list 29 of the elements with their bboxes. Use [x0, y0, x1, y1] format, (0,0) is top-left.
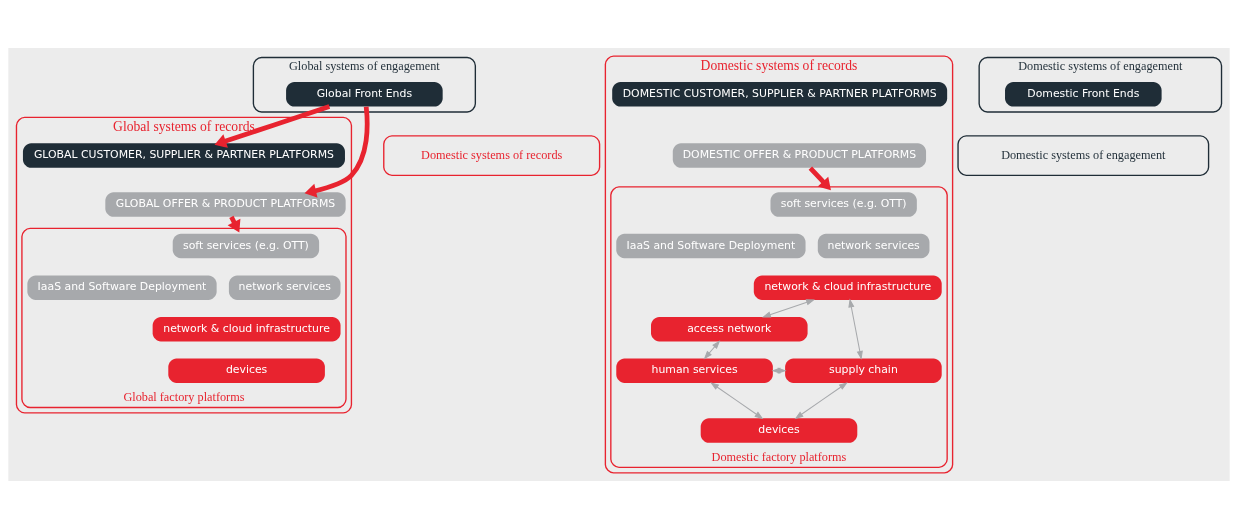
node-box: IaaS and Software Deployment [616, 233, 806, 258]
node-box: devices [168, 357, 325, 383]
node-box: GLOBAL CUSTOMER, SUPPLIER & PARTNER PLATFORMS [22, 142, 345, 168]
node-box: human services [616, 357, 773, 383]
arrow [848, 298, 863, 360]
node-box: Domestic systems of records [383, 134, 601, 176]
node-box: GLOBAL OFFER & PRODUCT PLATFORMS [105, 191, 346, 217]
arrow [808, 165, 831, 190]
node-box: devices [700, 417, 858, 443]
node-box: soft services (e.g. OTT) [172, 233, 320, 258]
node-box: Domestic systems of engagement [957, 134, 1210, 176]
node-box: access network [651, 316, 808, 341]
node-box: DOMESTIC CUSTOMER, SUPPLIER & PARTNER PLATFORMS [612, 81, 948, 107]
node-box: network services [228, 274, 341, 300]
arrow [762, 298, 815, 317]
arrow [304, 106, 370, 198]
arrow [214, 103, 331, 148]
arrow [794, 381, 848, 419]
node-box: network services [817, 233, 930, 258]
node-box: Global Front Ends [286, 81, 443, 107]
node-box: supply chain [785, 357, 942, 383]
node-box: network & cloud infrastructure [753, 274, 942, 300]
node-box: DOMESTIC OFFER & PRODUCT PLATFORMS [672, 142, 927, 168]
arrow [703, 339, 721, 359]
node-box: Domestic Front Ends [1005, 81, 1162, 107]
node-box: soft services (e.g. OTT) [770, 191, 917, 217]
node-box: IaaS and Software Deployment [27, 274, 217, 300]
node-box: network & cloud infrastructure [152, 316, 341, 341]
arrow [710, 381, 764, 419]
